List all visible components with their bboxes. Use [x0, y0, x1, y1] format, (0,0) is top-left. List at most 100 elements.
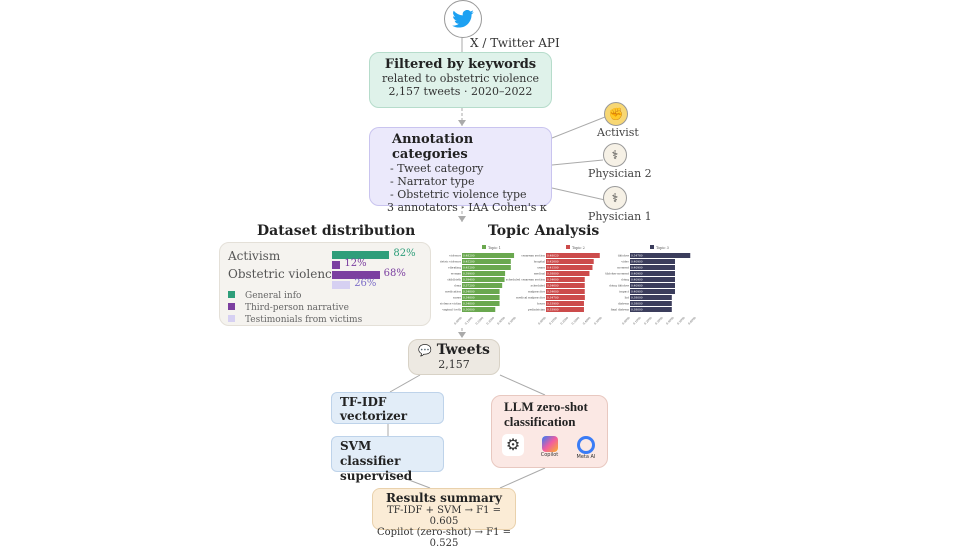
category-label: violence [448, 254, 461, 258]
tick-label: 0.4000 [665, 316, 675, 326]
category-label: doing [621, 278, 629, 282]
bar-value-label: 0.40900 [631, 266, 643, 270]
legend-item: General info [228, 290, 362, 302]
annotation-footer: 3 annotators · IAA Cohen's κ [387, 201, 547, 214]
bar [630, 277, 675, 282]
dataset-legend: General info Third-person narrative Test… [228, 290, 362, 326]
copilot-icon [541, 436, 558, 452]
annotation-box: Annotation categories - Tweet category -… [369, 127, 552, 214]
legend-swatch [566, 245, 570, 249]
bar-value-label: 0.40900 [631, 290, 643, 294]
tweet-bubble-icon: 💬 [418, 344, 432, 357]
dataset-panel: Activism Obstetric violence 82%12%68%26%… [219, 242, 431, 326]
annotator-label: Physician 1 [588, 210, 652, 223]
legend-label: Third-person narrative [245, 303, 349, 313]
legend-item: Testimonials from victims [228, 314, 362, 326]
tick-label: 0.5000 [593, 316, 603, 326]
bar [546, 253, 600, 258]
dataset-bar [332, 261, 341, 269]
legend-swatch [228, 315, 235, 322]
annotation-title: Annotation categories [392, 132, 474, 162]
category-label: medical [534, 272, 545, 276]
bar [546, 265, 593, 270]
bar-value-label: 0.37200 [463, 284, 475, 288]
bar [546, 259, 594, 264]
bar-value-label: 0.38000 [631, 308, 643, 312]
bar [630, 253, 691, 258]
tick-label: 0.2000 [475, 316, 485, 326]
tick-label: 0.5000 [507, 316, 517, 326]
legend-swatch [228, 303, 235, 310]
chatgpt-model: ⚙ [500, 434, 526, 456]
bar-value-label: 0.38000 [631, 302, 643, 306]
bar [462, 265, 511, 270]
category-label: nurse [453, 296, 461, 300]
tweets-title-row: 💬 Tweets [409, 342, 499, 358]
dataset-row-label: Activism [228, 249, 281, 263]
bar [546, 295, 585, 300]
chart-title: Topic 3 [656, 246, 669, 250]
bar [462, 301, 500, 306]
bar [630, 295, 672, 300]
category-label: scheduled cesarean section [506, 278, 545, 282]
bar [546, 307, 584, 312]
bar [462, 283, 503, 288]
tick-label: 0.0000 [453, 316, 463, 326]
tick-label: 0.2000 [559, 316, 569, 326]
twitter-logo [444, 0, 482, 38]
annotator-label: Physician 2 [588, 167, 652, 180]
bar [546, 289, 585, 294]
chart-title: Topic 2 [572, 246, 585, 250]
bar-value-label: 0.34800 [463, 290, 475, 294]
results-line2: Copilot (zero-shot) → F1 = 0.525 [376, 527, 512, 549]
tick-label: 0.5000 [676, 316, 686, 326]
category-label: distress [618, 302, 630, 306]
category-label: obstetric violence [440, 260, 461, 264]
topic-title: Topic Analysis [488, 223, 600, 239]
filter-box: Filtered by keywords related to obstetri… [369, 52, 552, 108]
category-label: list [625, 296, 630, 300]
legend-swatch [482, 245, 486, 249]
bar-value-label: 0.34800 [463, 302, 475, 306]
tfidf-box: TF-IDF vectorizer [331, 392, 444, 424]
tick-label: 0.1000 [548, 316, 558, 326]
llm-title: LLM zero-shot classification [504, 399, 588, 429]
bar [462, 253, 515, 258]
category-label: woman [451, 272, 461, 276]
dataset-bar-label: 12% [344, 258, 367, 269]
bar [546, 301, 584, 306]
category-label: violence victim [440, 302, 461, 306]
bar-value-label: 0.48200 [463, 254, 475, 258]
legend-swatch [228, 291, 235, 298]
category-label: vaginal tooth [441, 308, 461, 312]
tick-label: 0.3000 [485, 316, 495, 326]
bar [462, 307, 496, 312]
category-label: impact [619, 290, 630, 294]
svm-box: SVM classifier supervised [331, 436, 444, 483]
bar [462, 259, 511, 264]
tick-label: 0.6000 [687, 316, 697, 326]
bar-value-label: 0.38800 [547, 272, 559, 276]
bar-value-label: 0.54780 [631, 254, 643, 258]
bar-value-label: 0.45200 [463, 266, 475, 270]
category-label: tiktoker moment [605, 272, 630, 276]
bar-value-label: 0.40900 [631, 278, 643, 282]
bar-value-label: 0.39400 [463, 278, 475, 282]
bar [630, 265, 675, 270]
category-label: moment [617, 266, 629, 270]
bar [546, 277, 585, 282]
category-label: hours [537, 302, 546, 306]
category-label: final distress [611, 308, 630, 312]
bar [630, 301, 672, 306]
results-line1: TF-IDF + SVM → F1 = 0.605 [386, 505, 502, 527]
llm-box: LLM zero-shot classification ⚙ Copilot M… [491, 395, 608, 468]
bar [630, 271, 675, 276]
tweets-count: 2,157 [438, 358, 470, 371]
bar-value-label: 0.42600 [547, 260, 559, 264]
category-label: medication [445, 290, 461, 294]
bar [630, 259, 675, 264]
copilot-model: Copilot [537, 434, 563, 458]
bar-value-label: 0.40900 [631, 260, 643, 264]
filter-title: Filtered by keywords [384, 57, 537, 72]
